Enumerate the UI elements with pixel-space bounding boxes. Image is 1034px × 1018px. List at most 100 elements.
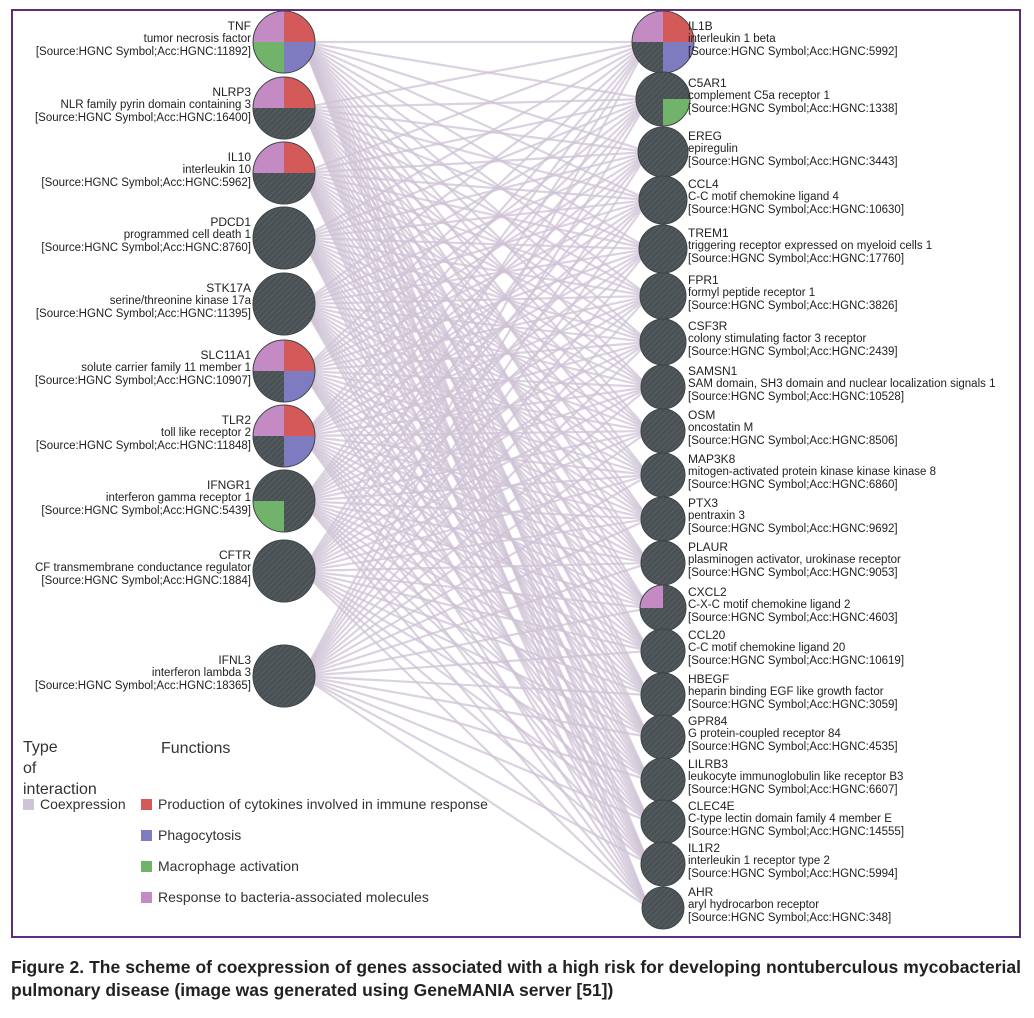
gene-node-il10[interactable] [252, 141, 316, 205]
gene-name: interferon gamma receptor 1 [105, 492, 251, 504]
edge-IFNL3-EREG [301, 151, 650, 677]
gene-name: tumor necrosis factor [143, 33, 251, 45]
gene-node-trem1[interactable] [638, 224, 688, 274]
edge-IL10-C5AR1 [301, 97, 650, 175]
gene-node-cxcl2[interactable] [639, 584, 687, 632]
edge-SLC11A1-CXCL2 [301, 370, 650, 609]
function-segment-phagocytosis [284, 436, 315, 467]
gene-node-lilrb3[interactable] [640, 757, 686, 803]
edge-IFNL3-CXCL2 [301, 606, 650, 678]
edge-STK17A-IL1B [301, 41, 650, 305]
gene-node-tlr2[interactable] [252, 404, 316, 468]
function-segment-macrophage [253, 501, 284, 532]
legend-function-label: Macrophage activation [158, 858, 299, 874]
legend-function-label: Response to bacteria-associated molecule… [158, 889, 429, 905]
gene-node-csf3r[interactable] [639, 318, 687, 366]
gene-symbol: C5AR1 [688, 76, 727, 90]
gene-name: C-C motif chemokine ligand 4 [688, 191, 839, 203]
edge-CFTR-CXCL2 [301, 569, 650, 610]
gene-symbol: HBEGF [688, 672, 730, 686]
gene-node-ccl20[interactable] [640, 628, 686, 674]
legend-function-macrophage: Macrophage activation [141, 858, 299, 874]
edge-IFNL3-HBEGF [301, 674, 650, 697]
legend-function-label: Phagocytosis [158, 827, 242, 843]
node-circle [641, 758, 685, 802]
function-segment-cytokines [284, 405, 315, 436]
gene-source: [Source:HGNC Symbol;Acc:HGNC:18365] [34, 680, 251, 692]
gene-node-ptx3[interactable] [640, 496, 686, 542]
edge-IFNL3-TREM1 [301, 248, 650, 677]
gene-node-ahr[interactable] [641, 886, 685, 930]
gene-node-c5ar1[interactable] [635, 71, 691, 127]
gene-source: [Source:HGNC Symbol;Acc:HGNC:5992] [688, 46, 898, 58]
gene-source: [Source:HGNC Symbol;Acc:HGNC:11892] [35, 46, 251, 58]
node-circle [639, 225, 687, 273]
edge-TNF-C5AR1 [301, 40, 650, 101]
gene-node-ereg[interactable] [637, 126, 689, 178]
gene-source: [Source:HGNC Symbol;Acc:HGNC:5962] [41, 177, 251, 189]
node-outline [635, 71, 691, 127]
edge-TLR2-CCL20 [301, 435, 650, 652]
gene-node-cftr[interactable] [252, 539, 316, 603]
edge-STK17A-LILRB3 [301, 303, 650, 781]
node-circle [638, 127, 688, 177]
gene-symbol: CFTR [219, 548, 251, 562]
edge-IFNGR1-IL1B [301, 41, 650, 502]
gene-node-nlrp3[interactable] [252, 76, 316, 140]
gene-name: formyl peptide receptor 1 [688, 287, 816, 299]
network-graph [252, 11, 695, 930]
gene-source: [Source:HGNC Symbol;Acc:HGNC:1884] [41, 575, 251, 587]
node-outline [252, 469, 316, 533]
function-segment-cytokines [663, 11, 694, 42]
gene-node-il1b[interactable] [631, 11, 695, 74]
edge-CFTR-IL1B [301, 41, 650, 572]
gene-source: [Source:HGNC Symbol;Acc:HGNC:9692] [688, 523, 898, 535]
gene-node-tnf[interactable] [252, 11, 316, 74]
gene-node-clec4e[interactable] [640, 799, 686, 845]
gene-node-map3k8[interactable] [640, 452, 686, 498]
gene-node-osm[interactable] [640, 408, 686, 454]
legend-coexpression: Coexpression [23, 796, 126, 812]
node-circle [641, 497, 685, 541]
gene-node-stk17a[interactable] [252, 272, 316, 336]
gene-node-ccl4[interactable] [638, 175, 688, 225]
edge-TLR2-EREG [301, 151, 650, 437]
edge-STK17A-CLEC4E [301, 303, 650, 823]
edge-IFNL3-IL1B [301, 41, 650, 677]
edge-IFNL3-AHR [301, 675, 650, 909]
gene-node-samsn1[interactable] [640, 364, 686, 410]
gene-source: [Source:HGNC Symbol;Acc:HGNC:3059] [688, 699, 898, 711]
gene-node-ifngr1[interactable] [252, 469, 316, 533]
node-outline [252, 76, 316, 140]
gene-node-il1r2[interactable] [640, 841, 686, 887]
gene-node-pdcd1[interactable] [252, 206, 316, 270]
gene-node-gpr84[interactable] [640, 714, 686, 760]
gene-name: aryl hydrocarbon receptor [688, 899, 820, 911]
gene-source: [Source:HGNC Symbol;Acc:HGNC:1338] [688, 103, 898, 115]
gene-node-slc11a1[interactable] [252, 339, 316, 403]
gene-node-fpr1[interactable] [639, 272, 687, 320]
edge-IL10-CSF3R [301, 172, 650, 343]
gene-source: [Source:HGNC Symbol;Acc:HGNC:10528] [688, 391, 905, 403]
gene-name: interleukin 10 [182, 164, 251, 176]
gene-source: [Source:HGNC Symbol;Acc:HGNC:17760] [688, 253, 905, 265]
gene-symbol: CXCL2 [688, 585, 727, 599]
gene-node-ifnl3[interactable] [252, 644, 316, 708]
gene-name: pentraxin 3 [688, 510, 745, 522]
gene-node-hbegf[interactable] [640, 672, 686, 718]
edge-TNF-TREM1 [301, 41, 650, 250]
gene-node-plaur[interactable] [640, 540, 686, 586]
gene-symbol: AHR [688, 885, 714, 899]
edge-IFNGR1-TREM1 [301, 248, 650, 502]
